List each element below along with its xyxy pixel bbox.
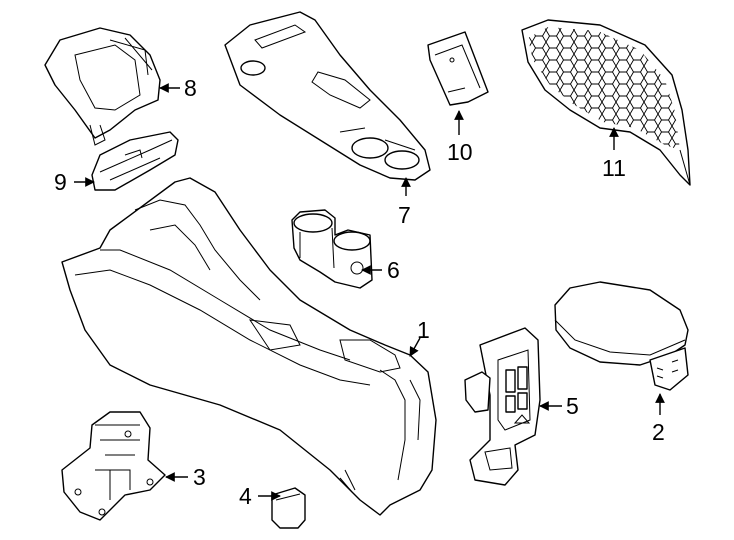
callout-7: 7 xyxy=(398,202,411,228)
cup-holder-insert-part xyxy=(291,209,373,289)
console-body-part xyxy=(61,177,437,516)
callout-9: 9 xyxy=(54,169,67,195)
clip-plate-part xyxy=(427,31,489,106)
callout-labels: 1 2 3 4 5 6 7 8 9 10 11 xyxy=(54,75,665,509)
callout-8: 8 xyxy=(184,75,197,101)
callout-3: 3 xyxy=(193,464,206,490)
cap-part xyxy=(271,487,306,529)
leader-1 xyxy=(409,337,421,357)
storage-bin-part xyxy=(44,27,161,146)
mesh-side-panel-part xyxy=(521,19,691,186)
callout-2: 2 xyxy=(652,419,665,445)
callout-leaders xyxy=(74,83,665,501)
callout-10: 10 xyxy=(447,139,473,165)
callout-1: 1 xyxy=(417,317,430,343)
callout-4: 4 xyxy=(239,483,252,509)
callout-5: 5 xyxy=(566,393,579,419)
top-trim-panel-part xyxy=(224,11,431,181)
switch-panel-part xyxy=(464,327,541,486)
callout-11: 11 xyxy=(602,155,626,181)
tray-part xyxy=(91,131,179,191)
armrest-lid-part xyxy=(554,281,689,391)
bracket-part xyxy=(61,411,166,521)
callout-6: 6 xyxy=(387,257,400,283)
